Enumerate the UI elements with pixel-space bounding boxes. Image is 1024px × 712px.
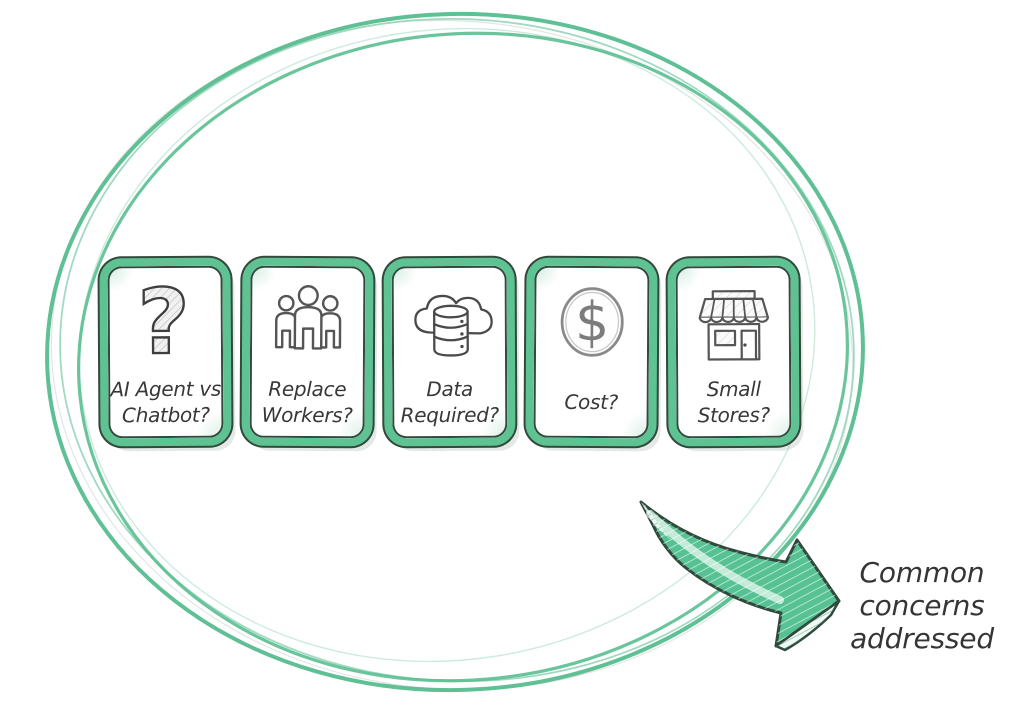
card-label: Replace Workers? bbox=[261, 376, 353, 428]
cloud-database-icon bbox=[413, 294, 493, 357]
ellipse-loop-strokes bbox=[45, 11, 865, 693]
card-label: Cost? bbox=[564, 389, 619, 415]
concern-card-ai-agent-vs-chatbot: ? AI Agent vs Chatbot? bbox=[99, 257, 232, 447]
card-label: Data Required? bbox=[400, 376, 499, 428]
svg-text:$: $ bbox=[574, 290, 609, 353]
annotation-common-concerns: Common concerns addressed bbox=[850, 556, 994, 655]
people-icon bbox=[274, 285, 341, 350]
concern-card-data-required: Data Required? bbox=[383, 257, 516, 447]
concern-card-cost: $ Cost? bbox=[525, 257, 658, 447]
arrow-to-annotation bbox=[639, 500, 841, 652]
question-mark-icon: ? bbox=[136, 274, 191, 371]
concern-card-replace-workers: Replace Workers? bbox=[241, 257, 374, 447]
card-label: AI Agent vs Chatbot? bbox=[110, 376, 222, 428]
storefront-icon bbox=[698, 289, 769, 361]
concern-cards-row: ? AI Agent vs Chatbot? Replace Workers? bbox=[99, 257, 800, 447]
svg-text:?: ? bbox=[137, 274, 190, 371]
concern-card-small-stores: Small Stores? bbox=[667, 257, 800, 447]
dollar-icon: $ bbox=[560, 287, 624, 357]
card-label: Small Stores? bbox=[697, 376, 771, 428]
